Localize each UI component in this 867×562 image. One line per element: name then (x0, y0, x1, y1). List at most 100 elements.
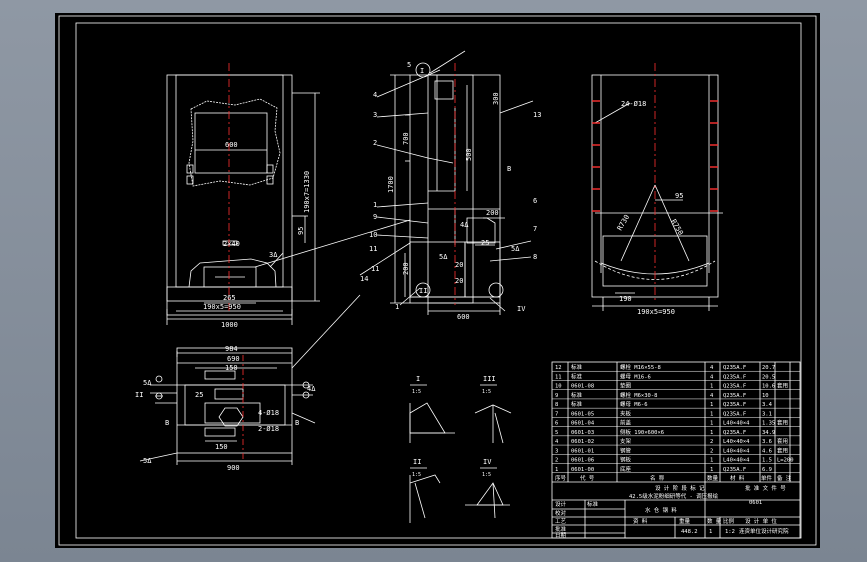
tb-cell-name: 钢板 (620, 456, 632, 464)
tb-cell-code: 标准 (571, 372, 583, 380)
tb-cell-qty: 1 (710, 458, 713, 464)
tb-cell-name: 螺栓 M16×55-8 (620, 363, 661, 371)
tb-drawing-no: 0601 (749, 500, 762, 506)
outer-border (58, 15, 817, 546)
tb-cell-qty: 2 (710, 448, 713, 454)
detail-i-scale: 1:5 (412, 389, 421, 395)
tb-cell-qty: 4 (710, 365, 714, 371)
detail-iv-label: IV (483, 458, 492, 466)
tb-mass: 448.2 (681, 529, 698, 535)
tb-cell-mat: L40×40×4 (723, 439, 750, 445)
tb-cell-no: 9 (555, 393, 558, 399)
side-weld-4: 4Δ (460, 221, 469, 229)
detail-i-label: I (416, 375, 420, 383)
tb-header-note: 备 注 (777, 474, 792, 482)
tb-cell-qty: 4 (710, 374, 714, 380)
tb-cell-qty: 1 (710, 411, 713, 417)
tb-cell-w: 1.35 (762, 421, 775, 427)
side-dim-200b: 200 (402, 262, 410, 275)
tb-cell-no: 5 (555, 430, 558, 436)
tb-cell-w: 10.6 (762, 384, 775, 390)
tb-cell-note: 套用 (777, 446, 788, 454)
side-balloon-14: 14 (360, 275, 368, 283)
tb-cell-code: 标准 (571, 363, 583, 371)
tb-cell-w: 10 (762, 393, 769, 399)
plan-dim-984: 984 (225, 345, 238, 353)
right-dim-r730: R730 (616, 213, 631, 232)
side-dim-25: 25 (481, 239, 489, 247)
tb-cell-code: 0601-00 (571, 467, 594, 473)
inner-border (75, 22, 802, 539)
plan-weld-4: 4Δ (307, 385, 316, 393)
front-dim-95: 95 (297, 227, 305, 235)
side-dim-700: 700 (402, 132, 410, 145)
side-balloon-1b: 1 (395, 303, 399, 311)
tb-sheet-count: 1 (709, 529, 712, 535)
tb-cell-name: 底座 (620, 465, 632, 473)
side-dim-300: 300 (492, 92, 500, 105)
right-dim-190: 190 (619, 295, 632, 303)
side-dim-20: 20 (455, 261, 463, 269)
tb-cell-name: 螺母 M6-6 (620, 400, 648, 408)
detail-iv-scale: 1:5 (482, 472, 491, 478)
tb-cell-w: 3.4 (762, 402, 773, 408)
plan-letter-b2: B (295, 419, 299, 427)
plan-letter-b: B (165, 419, 169, 427)
side-dim-500: 500 (465, 148, 473, 161)
tb-header-no: 序号 (555, 474, 567, 482)
tb-cell-name: 侧板 190×600×6 (620, 428, 664, 436)
plan-weld-5b: 5Δ (143, 457, 152, 465)
front-weld-label: 3Δ (269, 251, 278, 259)
tb-process: 工艺 (555, 518, 567, 525)
side-dim-200: 200 (486, 209, 499, 217)
drawing-sheet: 1000 600 190x7=1330 95 190x5=950 265 2×4… (55, 13, 820, 548)
plan-dim-150: 150 (225, 364, 238, 372)
cad-drawing: 1000 600 190x7=1330 95 190x5=950 265 2×4… (58, 15, 817, 546)
side-weld-5: 5Δ (439, 253, 448, 261)
tb-header-code: 代 号 (580, 474, 595, 482)
tb-company: 连资单位设计研究院 (739, 527, 789, 535)
plan-dim-690: 690 (227, 355, 240, 363)
details (409, 384, 512, 523)
tb-cell-w: 3.6 (762, 439, 772, 445)
tb-header-qty: 数量 (707, 474, 719, 482)
tb-cell-qty: 2 (710, 439, 713, 445)
tb-cell-no: 10 (555, 384, 562, 390)
tb-cell-name: 夹板 (620, 409, 632, 417)
plan-label-ii: II (135, 391, 143, 399)
tb-header-w: 单件 (761, 474, 773, 482)
tb-cell-w: 3.1 (762, 411, 772, 417)
tb-design: 设计 (555, 500, 567, 508)
front-dim-265: 265 (223, 294, 236, 302)
tb-cell-code: 0601-02 (571, 439, 594, 445)
side-balloon-6: 6 (533, 197, 537, 205)
tb-cell-qty: 4 (710, 393, 714, 399)
tb-approve: 批准 (555, 525, 567, 533)
tb-cell-w: 20.7 (762, 365, 775, 371)
tb-cell-no: 8 (555, 402, 558, 408)
front-view (166, 74, 320, 325)
right-dim-r750: R750 (669, 218, 684, 237)
tb-check: 校对 (555, 509, 567, 517)
tb-col-scale: 比例 (723, 517, 735, 525)
tb-cell-note: 套用 (777, 419, 788, 427)
tb-cell-name: 钢管 (620, 446, 632, 454)
tb-date: 日期 (555, 532, 567, 539)
side-balloon-11b: 11 (371, 265, 379, 273)
right-hole-label: 24-Ø18 (621, 100, 646, 108)
tb-header-name: 名 称 (650, 474, 665, 482)
tb-cell-qty: 1 (710, 467, 713, 473)
plan-dim-150b: 150 (215, 443, 228, 451)
tb-cell-w: 34.9 (762, 430, 775, 436)
tb-header-right: 批 准 文 件 号 (745, 484, 786, 492)
side-dim-600: 600 (457, 313, 470, 321)
side-balloon-5: 5 (407, 61, 411, 69)
tb-cell-no: 12 (555, 365, 562, 371)
tb-cell-mat: Q235A.F (723, 402, 746, 408)
tb-cell-name: 螺栓 M6×30-8 (620, 391, 658, 399)
tb-cell-name: 螺母 M16-6 (620, 372, 651, 380)
tb-cell-qty: 1 (710, 384, 713, 390)
side-balloon-1: 1 (373, 201, 377, 209)
